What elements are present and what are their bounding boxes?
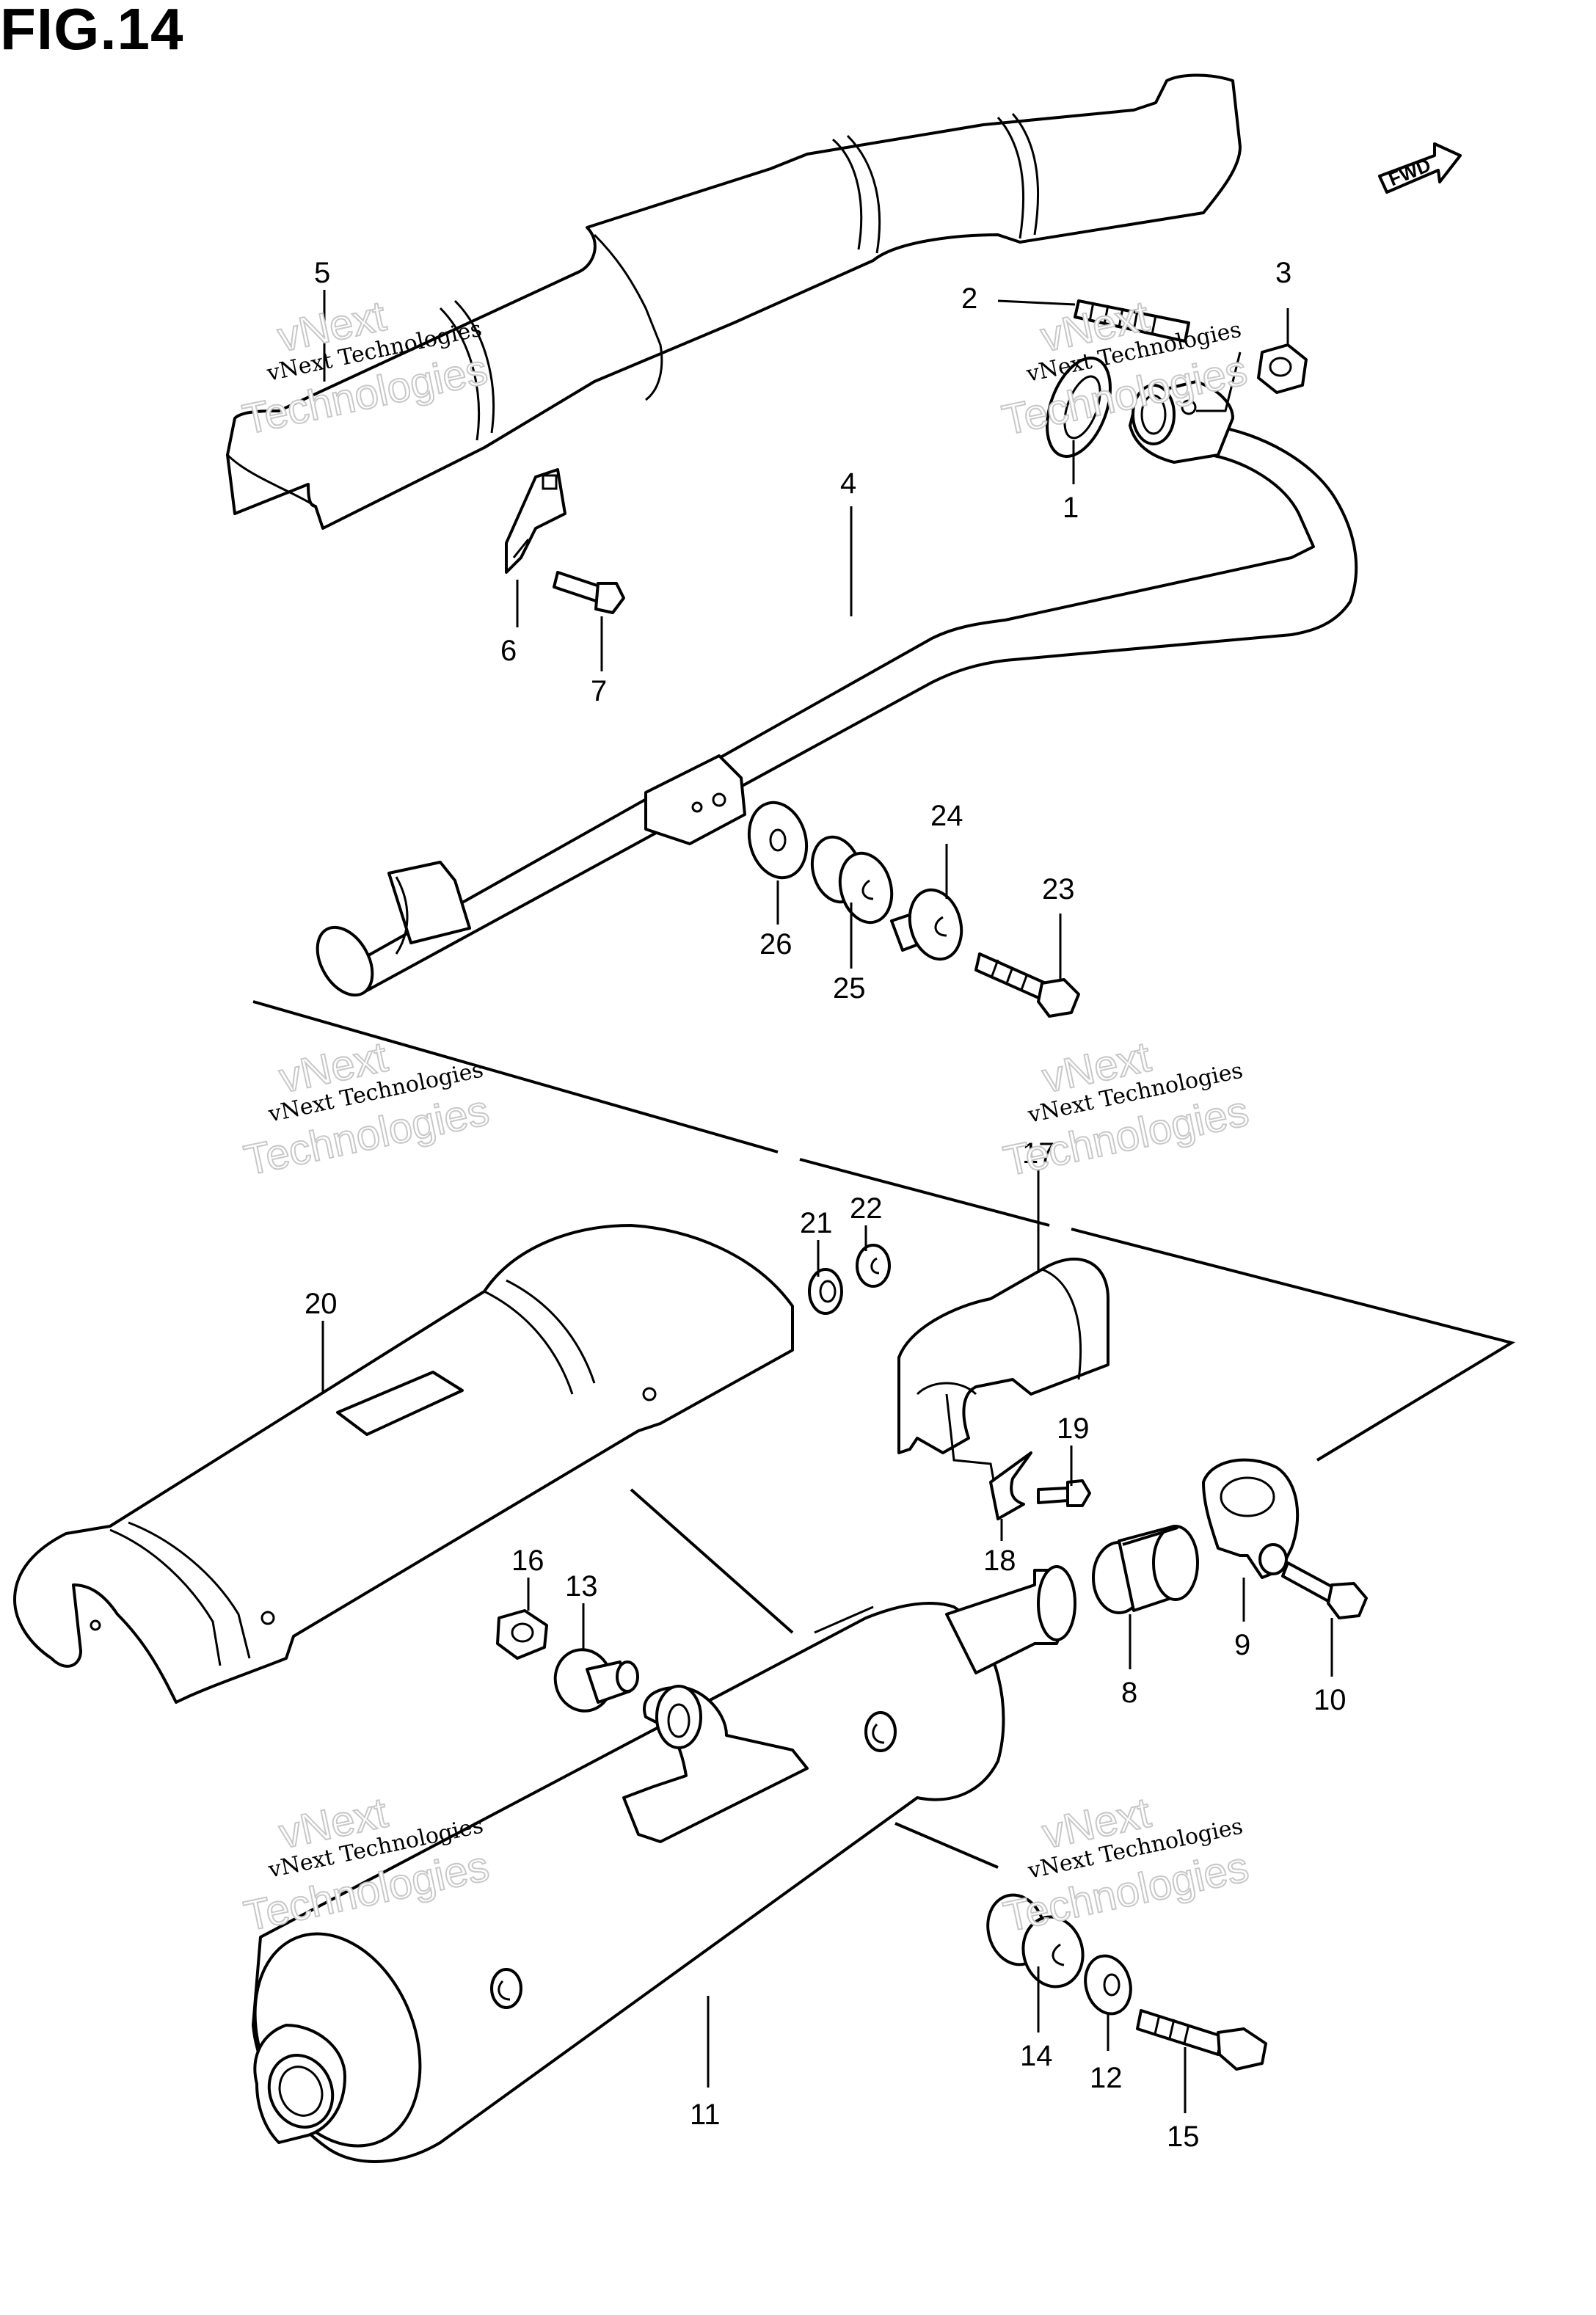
part-18-clamp — [989, 1451, 1032, 1520]
callout-11: 11 — [690, 2099, 721, 2131]
callout-15: 15 — [1167, 2121, 1200, 2153]
part-7-bolt — [553, 571, 625, 614]
part-17-end-cover — [897, 1257, 1109, 1506]
callout-10: 10 — [1313, 1684, 1347, 1716]
part-8-sleeve — [1092, 1525, 1199, 1614]
fwd-label: FWD — [1385, 153, 1434, 190]
part-15-bolt — [1136, 2009, 1267, 2071]
part-21-grommet — [808, 1268, 843, 1315]
watermark-top-right: vNext vNext Technologies Technologies — [997, 291, 1252, 445]
callout-20: 20 — [305, 1288, 338, 1320]
part-5-heat-shield — [226, 73, 1242, 530]
part-19-bolt — [1037, 1479, 1091, 1507]
callout-25: 25 — [833, 972, 866, 1005]
watermark-mid-left: vNext vNext Technologies Technologies — [239, 1032, 494, 1186]
part-10-bolt — [1281, 1561, 1368, 1619]
part-11-muffler — [252, 1565, 1076, 2163]
part-23-bolt — [974, 952, 1080, 1018]
leader-lines — [321, 290, 1333, 2113]
part-12-washer — [1084, 1954, 1132, 2016]
callout-numbers: 5 2 3 1 4 6 7 26 25 24 23 17 21 22 20 19… — [305, 257, 1347, 2153]
callout-22: 22 — [850, 1192, 883, 1225]
part-24-collar — [890, 888, 963, 961]
part-16-nut — [496, 1609, 548, 1660]
callout-12: 12 — [1090, 2062, 1123, 2094]
callout-21: 21 — [800, 1207, 833, 1239]
callout-5: 5 — [314, 257, 330, 289]
callout-19: 19 — [1057, 1412, 1090, 1445]
callout-13: 13 — [565, 1570, 598, 1603]
callout-6: 6 — [500, 635, 517, 667]
callout-14: 14 — [1020, 2040, 1053, 2072]
part-9-clamp — [1202, 1458, 1300, 1579]
part-6-bracket — [505, 468, 566, 574]
callout-4: 4 — [840, 467, 856, 500]
watermark-bottom-right: vNext vNext Technologies Technologies — [999, 1788, 1253, 1942]
part-20-muffler-shield — [13, 1224, 794, 1704]
callout-9: 9 — [1234, 1629, 1250, 1661]
part-4-exhaust-pipe — [316, 380, 1358, 997]
part-13-collar — [553, 1648, 639, 1713]
callout-2: 2 — [961, 282, 977, 315]
part-26-washer — [747, 801, 809, 880]
watermark-mid-right: vNext vNext Technologies Technologies — [999, 1032, 1253, 1186]
callout-1: 1 — [1063, 492, 1079, 524]
callout-3: 3 — [1275, 257, 1291, 289]
callout-23: 23 — [1042, 873, 1075, 905]
part-25-grommet — [810, 835, 894, 925]
figure-title: FIG.14 — [0, 0, 184, 62]
fwd-arrow-icon: FWD — [1378, 142, 1462, 194]
callout-24: 24 — [930, 800, 963, 832]
part-22-nut — [856, 1244, 891, 1288]
callout-16: 16 — [511, 1545, 544, 1577]
part-1-gasket — [1046, 356, 1112, 459]
callout-18: 18 — [983, 1545, 1016, 1577]
callout-26: 26 — [759, 928, 792, 960]
callout-17: 17 — [1022, 1137, 1055, 1170]
callout-8: 8 — [1121, 1677, 1137, 1709]
callout-7: 7 — [591, 675, 607, 707]
part-2-stud — [1074, 299, 1190, 343]
